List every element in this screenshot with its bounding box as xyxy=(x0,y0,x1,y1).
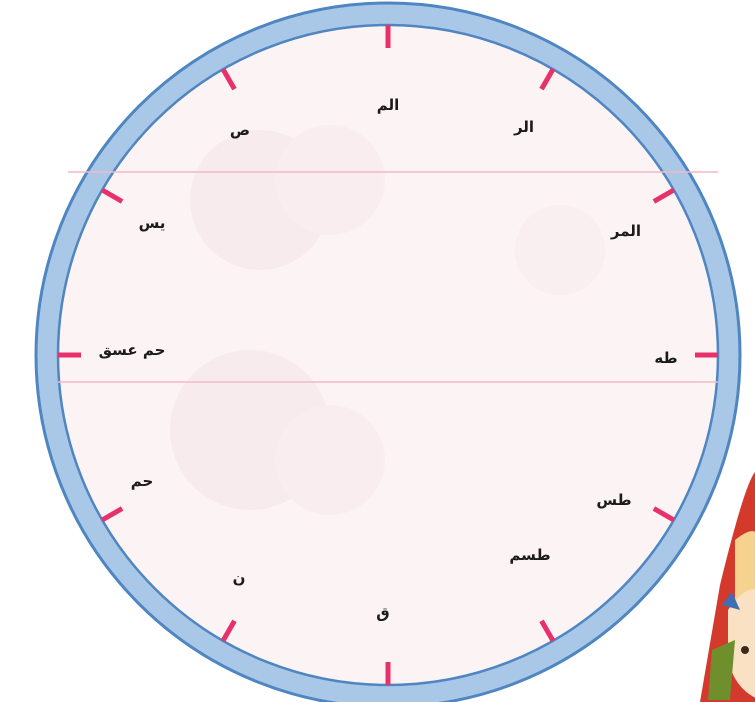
label-taha: طه xyxy=(654,349,677,367)
cartoon-child-mascot xyxy=(700,470,755,702)
label-tsm: طسم xyxy=(509,546,550,564)
label-nun: ن xyxy=(233,569,246,587)
label-sad: ص xyxy=(230,121,250,139)
label-alr: الر xyxy=(513,118,534,136)
label-alm: الم xyxy=(377,96,400,114)
label-ys: يس xyxy=(139,214,166,232)
label-almr: المر xyxy=(610,222,641,240)
label-ts: طس xyxy=(596,491,631,509)
label-qaf: ق xyxy=(376,604,389,622)
label-hm: حم xyxy=(131,472,154,490)
label-hm-asq: حم عسق xyxy=(99,341,166,359)
